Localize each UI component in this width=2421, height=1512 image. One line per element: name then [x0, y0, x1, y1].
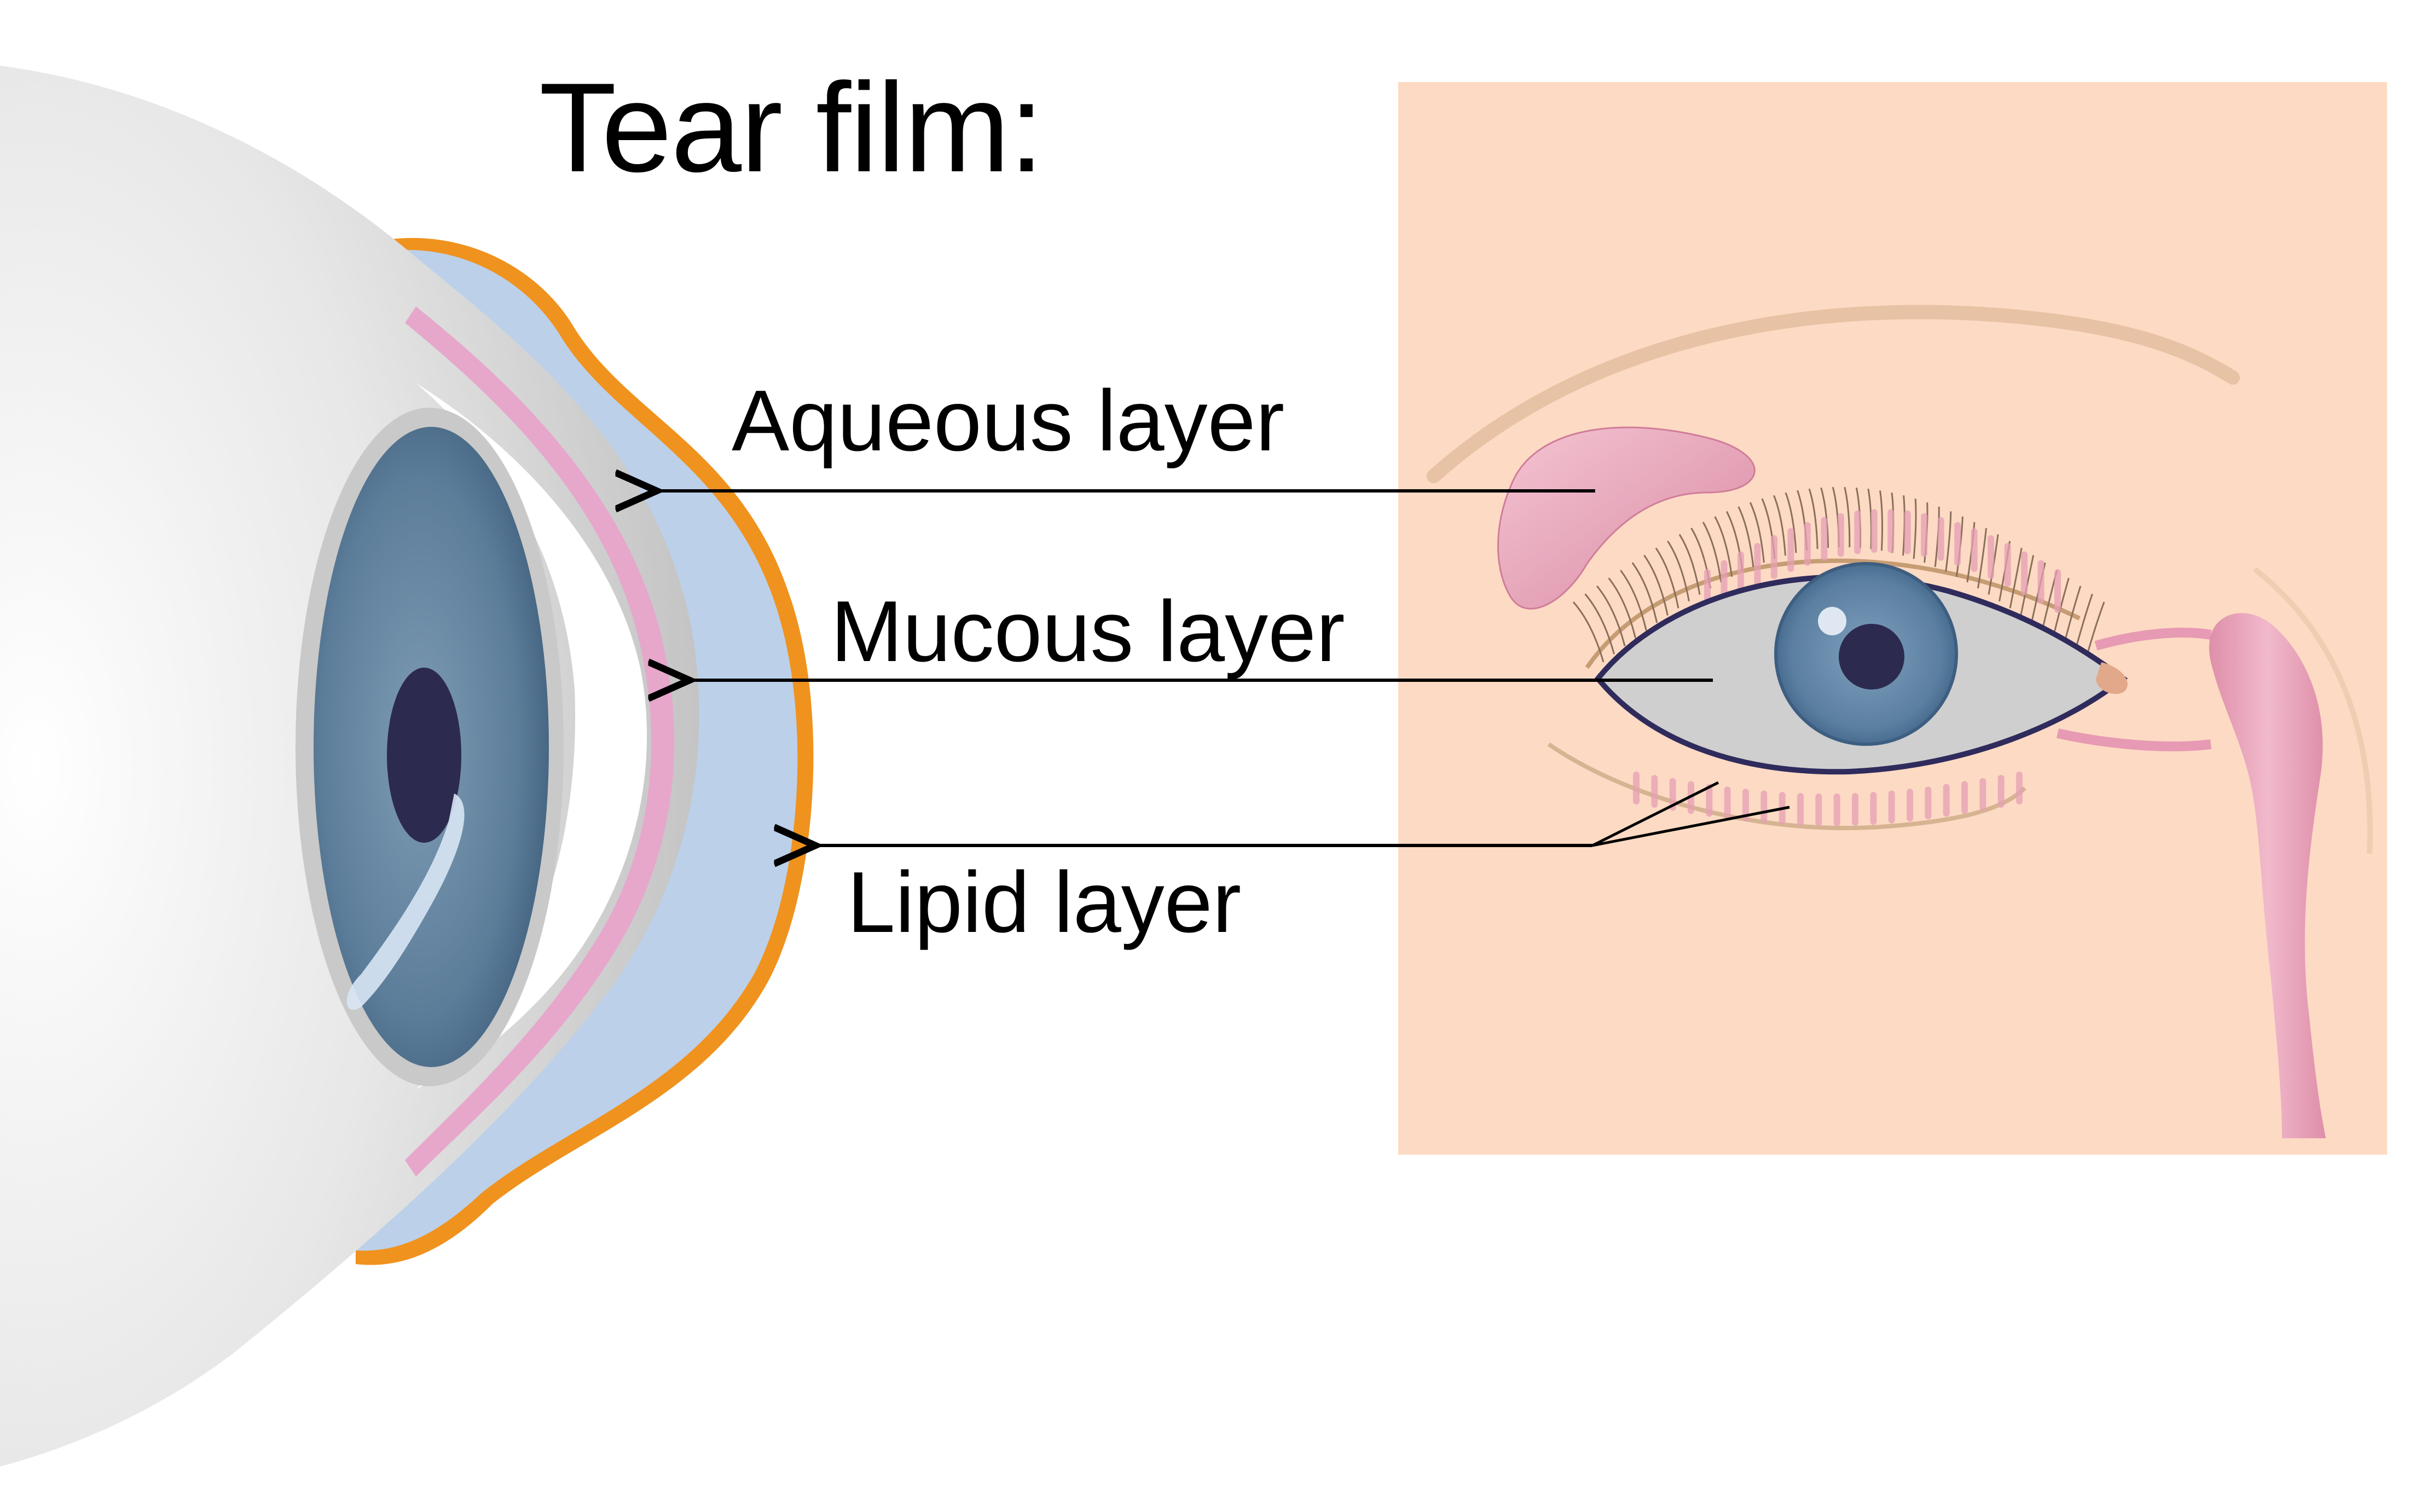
eyelash: [1988, 534, 1999, 595]
meibomian-gland: [2054, 569, 2061, 613]
lacrimal-sac-duct: [2209, 613, 2326, 1138]
eyelash: [1977, 528, 1987, 589]
eyelash: [1655, 547, 1679, 609]
mucous-layer-label: Mucous layer: [831, 583, 1345, 680]
eyelash: [2009, 548, 2023, 609]
eyelash: [1620, 570, 1647, 631]
meibomian-gland: [1988, 535, 1995, 580]
eyelash: [1749, 502, 1765, 563]
eyelash: [1913, 499, 1917, 559]
meibomian-gland: [1837, 513, 1844, 557]
eyelash: [1608, 577, 1637, 639]
meibomian-gland: [1937, 517, 1944, 561]
pointer-arrows: [657, 491, 1790, 847]
eyelash: [1808, 488, 1818, 549]
eyelash: [1773, 495, 1786, 556]
meibomian-gland: [1925, 786, 1932, 820]
meibomian-gland: [1852, 792, 1858, 826]
meibomian-gland: [1888, 790, 1895, 824]
eyelash: [1596, 585, 1626, 647]
eyelash: [2052, 577, 2070, 639]
meibomian-gland: [2004, 543, 2011, 587]
meibomian-gland: [1760, 790, 1768, 824]
eyelash: [1667, 540, 1690, 601]
meibomian-gland: [1770, 535, 1777, 580]
meibomian-gland: [1821, 517, 1828, 561]
meibomian-gland: [1633, 772, 1640, 804]
eyelash: [1820, 487, 1829, 548]
caruncle: [2096, 662, 2128, 694]
canaliculus-upper: [2094, 628, 2212, 651]
meibomian-gland: [2016, 772, 2023, 804]
lipid-branch-upper: [1591, 781, 1719, 847]
meibomian-gland: [1954, 522, 1961, 566]
meibomian-gland: [1724, 786, 1731, 820]
mucous-layer: [405, 306, 675, 1177]
meibomian-gland: [2037, 560, 2044, 604]
aqueous-layer-label: Aqueous layer: [732, 373, 1285, 469]
cornea: [416, 383, 647, 1089]
canaliculus-lower: [2057, 728, 2212, 751]
meibomian-gland: [1943, 784, 1950, 817]
orbit-arc-right: [2252, 567, 2373, 854]
lipid-branch-lower: [1592, 806, 1790, 847]
diagram-title: Tear film:: [539, 57, 1044, 199]
front-eye-panel: [1398, 82, 2387, 1155]
eyelash: [1702, 522, 1722, 583]
meibomian-gland: [1669, 778, 1676, 811]
meibomian-gland: [1904, 510, 1911, 554]
meibomian-gland: [1706, 784, 1713, 817]
meibomian-gland: [1979, 778, 1986, 811]
front-pupil: [1839, 624, 1904, 690]
eyelash: [1785, 492, 1797, 553]
eyelash: [1631, 562, 1658, 623]
eyelash: [1714, 516, 1733, 577]
meibomian-gland: [1997, 774, 2005, 808]
lens-highlight: [346, 793, 465, 1010]
meibomian-gland: [1737, 551, 1744, 595]
meibomian-gland: [1651, 774, 1658, 808]
meibomian-gland: [1961, 781, 1968, 814]
meibomian-gland: [1787, 528, 1794, 572]
lipid-layer-label: Lipid layer: [847, 854, 1242, 951]
eyelash: [1737, 506, 1754, 567]
meibomian-gland: [1742, 789, 1749, 822]
meibomian-gland: [1854, 510, 1861, 554]
meibomian-gland: [2021, 551, 2028, 595]
meibomian-gland: [1870, 792, 1877, 825]
eyelash: [1879, 490, 1883, 551]
lower-lid: [1547, 742, 2026, 831]
eyelash: [1678, 534, 1701, 595]
meibomian-gland: [1921, 513, 1928, 557]
eyelash: [1945, 511, 1952, 572]
lacrimal-gland: [1497, 426, 1756, 610]
meibomian-gland: [1833, 793, 1840, 826]
meibomian-gland: [1797, 792, 1804, 826]
eyelash: [1643, 554, 1669, 616]
eyelash: [2020, 555, 2035, 616]
meibomian-gland: [1870, 509, 1878, 553]
eyelash: [1844, 486, 1851, 548]
pupil: [387, 668, 461, 843]
brow-arc: [1427, 305, 2240, 483]
meibomian-gland: [1887, 509, 1895, 553]
eyelash: [1572, 601, 1605, 663]
eyeball-side-view: [0, 66, 814, 1467]
meibomian-gland: [1971, 528, 1978, 572]
meibomian-gland: [1754, 543, 1761, 587]
front-iris-highlight: [1818, 607, 1846, 635]
eyelash: [1584, 593, 1615, 654]
meibomian-gland: [1815, 793, 1822, 826]
meibomian-gland: [1804, 522, 1811, 566]
meibomian-gland: [1907, 789, 1913, 822]
upper-meibomian-glands: [1704, 509, 2061, 613]
